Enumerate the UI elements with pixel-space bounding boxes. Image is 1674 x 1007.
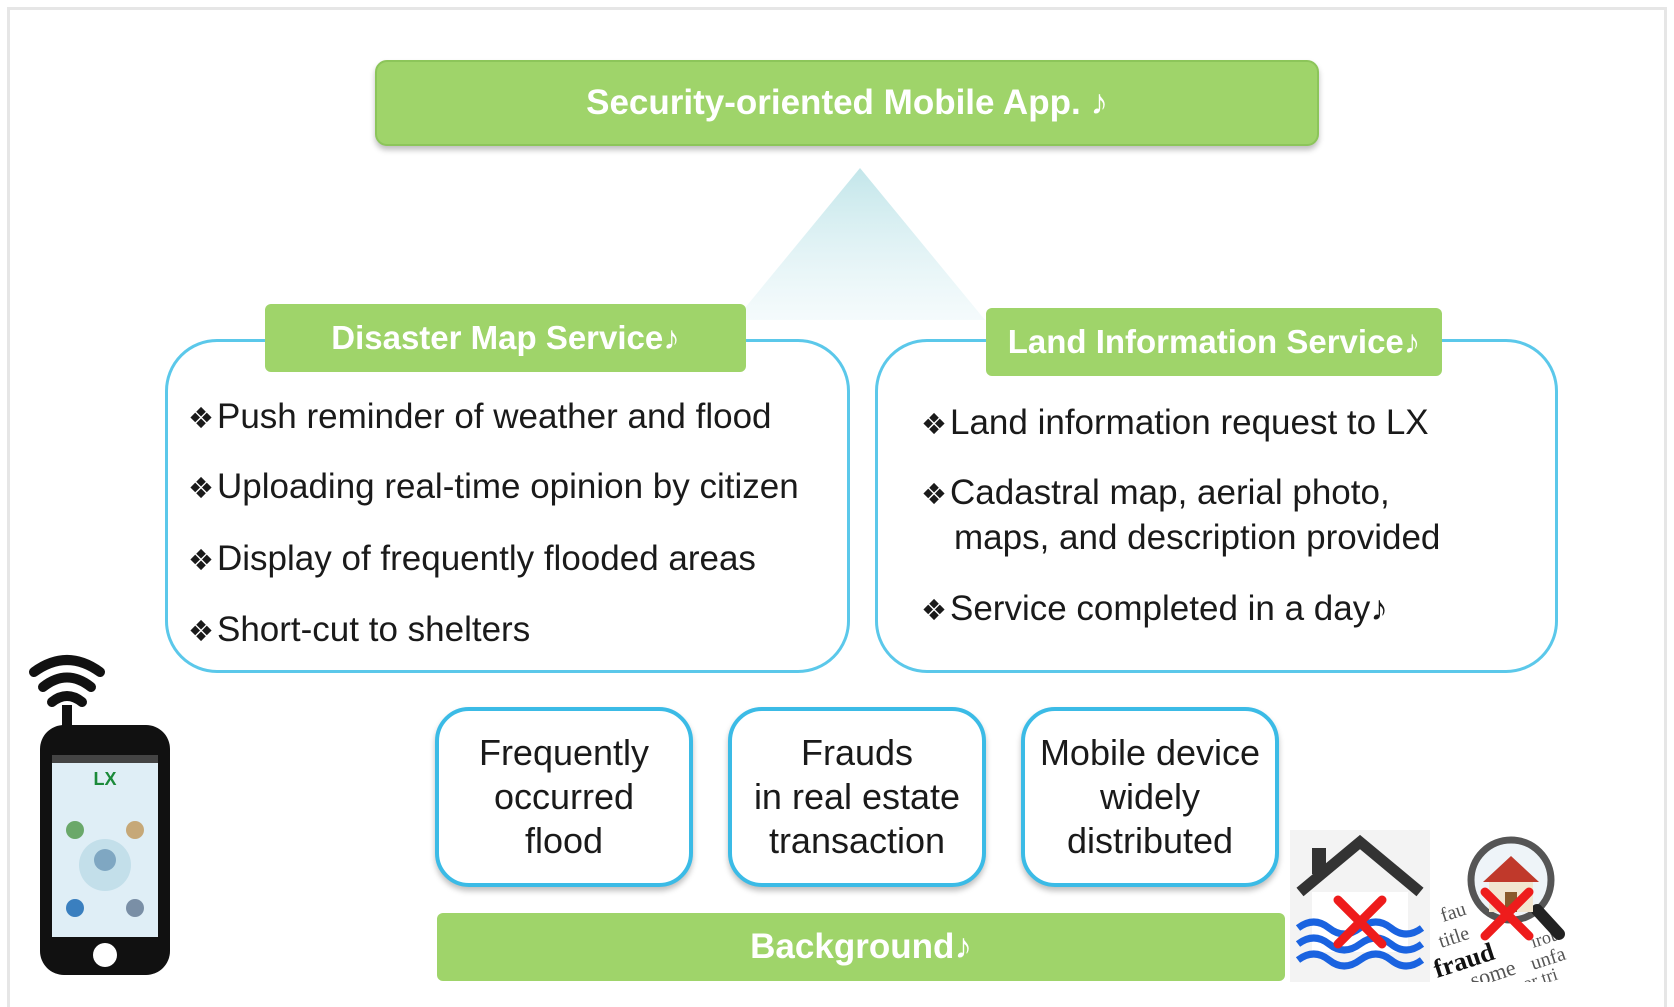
land-item-text: Service completed in a day♪ bbox=[950, 589, 1388, 628]
wifi-icon bbox=[29, 655, 105, 727]
app-title-bar: Security-oriented Mobile App. ♪ bbox=[375, 60, 1319, 146]
bullet-icon: ❖ bbox=[921, 407, 947, 441]
disaster-item: ❖Uploading real-time opinion by citizen bbox=[188, 466, 799, 509]
bullet-icon: ❖ bbox=[921, 593, 947, 627]
disaster-item: ❖Short-cut to shelters bbox=[188, 609, 530, 652]
background-box-text: Frauds in real estate transaction bbox=[753, 732, 961, 861]
background-box-text: Frequently occurred flood bbox=[478, 732, 650, 861]
land-service-title: Land Information Service♪ bbox=[986, 308, 1442, 376]
background-box-fraud: Frauds in real estate transaction bbox=[728, 707, 986, 887]
disaster-service-title-text: Disaster Map Service♪ bbox=[331, 319, 680, 356]
background-label: Background♪ bbox=[750, 927, 972, 966]
disaster-service-title: Disaster Map Service♪ bbox=[265, 304, 746, 372]
bullet-icon: ❖ bbox=[921, 477, 947, 511]
app-title: Security-oriented Mobile App. ♪ bbox=[586, 83, 1108, 122]
disaster-item-text: Uploading real-time opinion by citizen bbox=[217, 467, 799, 506]
bullet-icon: ❖ bbox=[188, 543, 214, 577]
background-box-text: Mobile device widely distributed bbox=[1039, 732, 1261, 861]
disaster-item-text: Display of frequently flooded areas bbox=[217, 539, 756, 578]
fraud-house-icon: fau title fraud some irou unfa or tri bbox=[1433, 830, 1585, 982]
bullet-icon: ❖ bbox=[188, 471, 214, 505]
flood-house-icon bbox=[1290, 830, 1430, 982]
land-item: ❖Cadastral map, aerial photo, bbox=[921, 472, 1390, 515]
land-item-continuation: maps, and description provided bbox=[954, 517, 1440, 559]
bullet-icon: ❖ bbox=[188, 401, 214, 435]
land-item-text: Cadastral map, aerial photo, bbox=[950, 473, 1390, 512]
background-bar: Background♪ bbox=[437, 913, 1285, 981]
disaster-item-text: Short-cut to shelters bbox=[217, 610, 531, 649]
phone-logo: LX bbox=[93, 769, 116, 789]
land-service-title-text: Land Information Service♪ bbox=[1007, 323, 1421, 360]
land-item: ❖Service completed in a day♪ bbox=[921, 588, 1388, 631]
slide-frame bbox=[7, 7, 1667, 1007]
disaster-item-text: Push reminder of weather and flood bbox=[217, 397, 772, 436]
smartphone-icon: LX bbox=[29, 655, 170, 975]
land-item-text: Land information request to LX bbox=[950, 403, 1429, 442]
bullet-icon: ❖ bbox=[188, 614, 214, 648]
land-item: ❖Land information request to LX bbox=[921, 402, 1429, 445]
land-item-text: maps, and description provided bbox=[954, 518, 1441, 557]
disaster-item: ❖Push reminder of weather and flood bbox=[188, 396, 772, 439]
background-box-mobile: Mobile device widely distributed bbox=[1021, 707, 1279, 887]
disaster-item: ❖Display of frequently flooded areas bbox=[188, 538, 756, 581]
background-box-flood: Frequently occurred flood bbox=[435, 707, 693, 887]
